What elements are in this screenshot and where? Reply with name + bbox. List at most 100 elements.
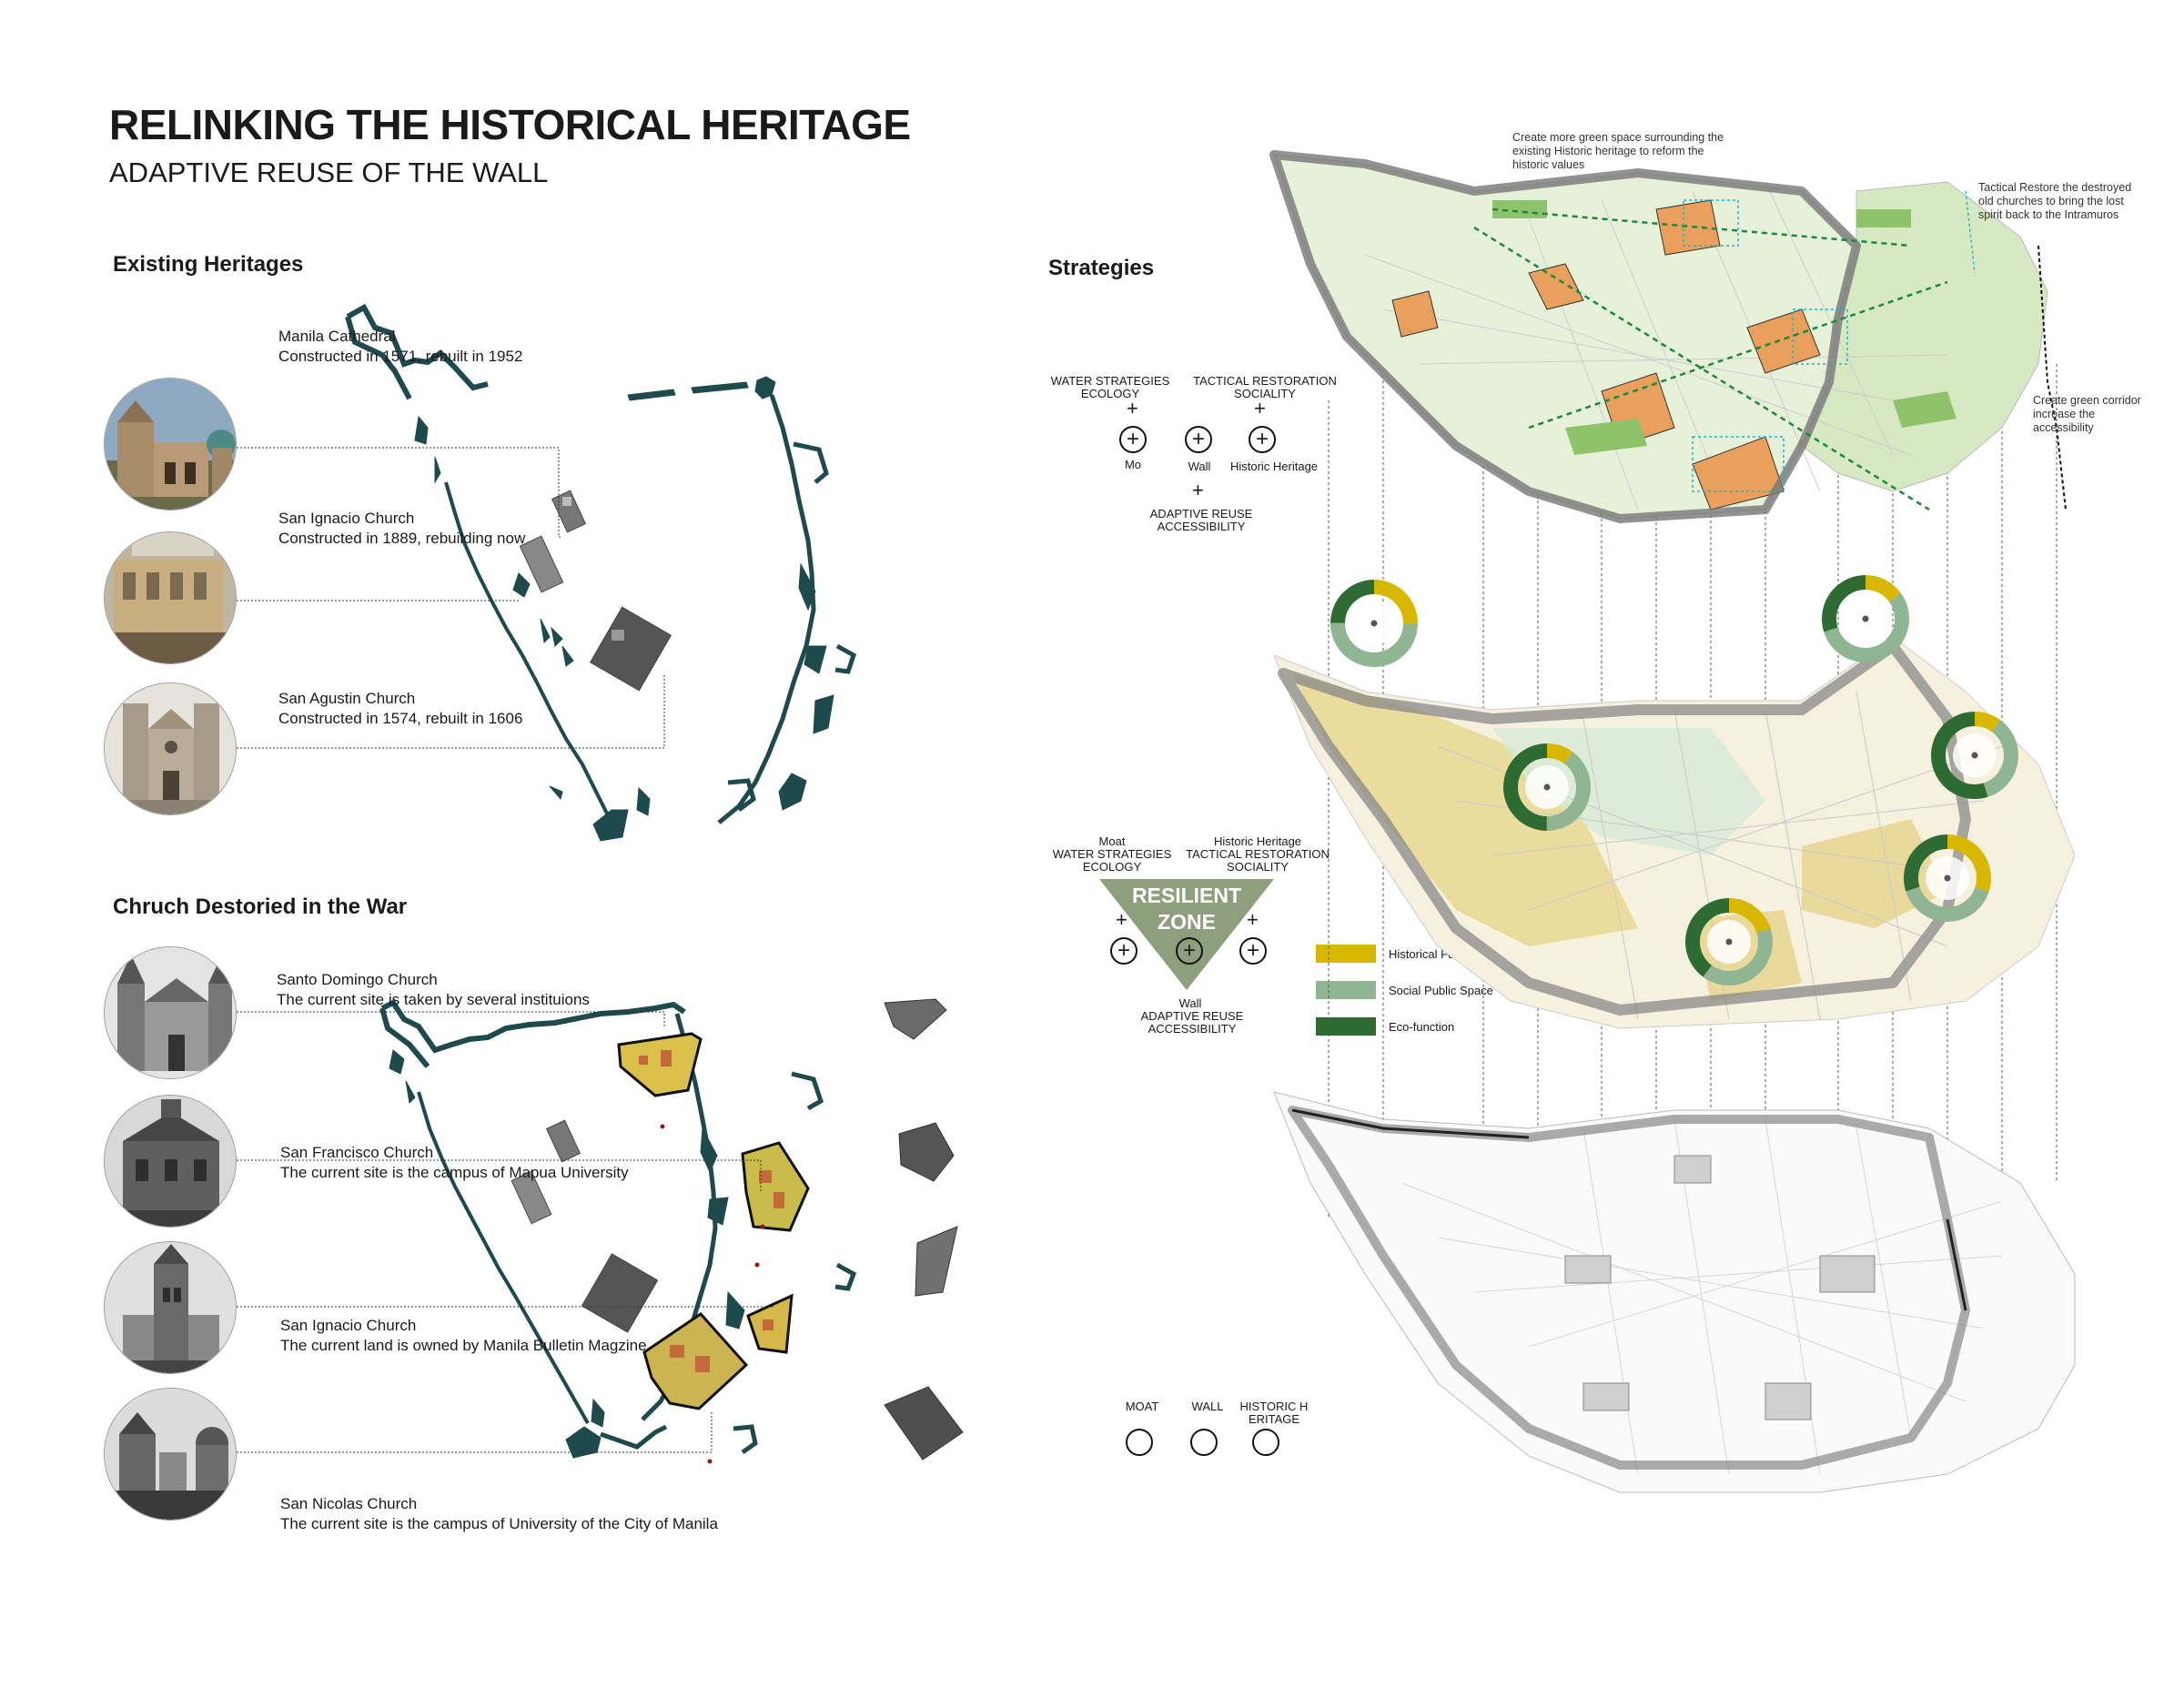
wall-bottom-label: WALL <box>1191 1400 1224 1413</box>
label-line: TACTICAL RESTORATION <box>1193 374 1337 388</box>
destroyed-churches-heading: Chruch Destoried in the War <box>113 895 408 919</box>
label-line: ACCESSIBILITY <box>1148 1022 1237 1036</box>
adaptive-reuse-mid-label: ADAPTIVE REUSE ACCESSIBILITY <box>1128 1010 1256 1036</box>
san-nicolas-caption: San Nicolas Church The current site is t… <box>280 1494 718 1534</box>
label-line: TACTICAL RESTORATION <box>1186 847 1330 861</box>
san-nicolas-church-photo <box>104 1388 237 1521</box>
legend-swatch-historical <box>1316 945 1376 963</box>
donut-segment-eco <box>1931 712 2018 799</box>
donut-segment-eco <box>1685 898 1773 986</box>
heritage-name: San Ignacio Church <box>278 510 415 527</box>
moat-plus-icon: + <box>1119 426 1147 453</box>
label-line: ADAPTIVE REUSE <box>1149 507 1253 521</box>
green-space-note: Create more green space surrounding the … <box>1512 131 1724 172</box>
heritage-desc: Constructed in 1574, rebuilt in 1606 <box>278 710 523 727</box>
church-desc: The current land is owned by Manila Bull… <box>280 1337 647 1354</box>
historic-circle-icon <box>1252 1429 1279 1456</box>
legend-item: Social Public Space <box>1316 981 1493 999</box>
strategies-heading: Strategies <box>1048 256 1155 280</box>
donut-center-dot <box>1971 752 1978 759</box>
water-strategies-mid-label: WATER STRATEGIES ECOLOGY <box>1048 848 1176 874</box>
wall-label: Wall <box>1188 460 1211 473</box>
donut-segment-eco <box>1330 580 1418 667</box>
label-line: ZONE <box>1158 910 1216 934</box>
label-line: HISTORIC H <box>1239 1400 1309 1413</box>
legend-item: Eco-function <box>1316 1017 1493 1036</box>
destroyed-wall-plan <box>379 998 964 1464</box>
historic-plus-icon: + <box>1249 426 1276 453</box>
donut-center-dot <box>1862 615 1869 622</box>
moat-bottom-label: MOAT <box>1125 1400 1159 1413</box>
legend-label: Social Public Space <box>1389 983 1493 997</box>
plus-sign: + <box>1116 908 1127 931</box>
plus-sign: + <box>1254 397 1266 419</box>
note-line: existing Historic heritage to reform the <box>1512 145 1704 157</box>
santo-domingo-church-photo <box>104 946 237 1079</box>
donut-chart-layer <box>1330 575 2018 986</box>
axonometric-diagram <box>1269 150 2076 1493</box>
wall-mid-label: Wall <box>1178 996 1202 1010</box>
label-line: SOCIALITY <box>1234 387 1296 400</box>
note-line: spirit back to the Intramuros <box>1978 208 2119 221</box>
label-line: WATER STRATEGIES <box>1050 374 1170 388</box>
label-line: SOCIALITY <box>1227 860 1289 874</box>
donut-center-dot <box>1725 938 1733 945</box>
note-line: old churches to bring the lost <box>1978 195 2124 207</box>
church-desc: The current site is the campus of Mapua … <box>280 1164 629 1181</box>
tactical-restoration-mid-label: TACTICAL RESTORATION SOCIALITY <box>1185 848 1330 874</box>
donut-segment-eco <box>1822 575 1909 662</box>
donut-chart <box>1330 580 1418 667</box>
moat-label: Moat <box>1098 834 1126 848</box>
note-line: Create green corridor <box>2033 394 2141 407</box>
church-name: Santo Domingo Church <box>277 971 438 988</box>
resilient-zone-label: RESILIENT ZONE <box>1114 883 1259 935</box>
church-name: San Ignacio Church <box>280 1317 417 1334</box>
donut-segment-social <box>1931 712 2018 799</box>
label-line: ECOLOGY <box>1082 860 1142 874</box>
heritage-name: Manila Cathedral <box>278 328 396 345</box>
adaptive-reuse-label: ADAPTIVE REUSE ACCESSIBILITY <box>1138 508 1265 533</box>
san-francisco-church-photo <box>104 1095 237 1228</box>
moat-plus-icon: + <box>1110 937 1138 965</box>
page-title: RELINKING THE HISTORICAL HERITAGE <box>109 101 911 148</box>
donut-segment-eco <box>1503 743 1591 831</box>
church-name: San Francisco Church <box>280 1144 434 1161</box>
water-strategies-label: WATER STRATEGIES ECOLOGY <box>1046 375 1174 400</box>
green-corridor-note: Create green corridor increase the acces… <box>2033 394 2141 435</box>
donut-segment-social <box>1822 575 1909 662</box>
wall-plus-icon: + <box>1185 426 1212 453</box>
label-line: RESILIENT <box>1131 884 1242 907</box>
existing-leader-lines <box>218 447 665 749</box>
donut-segment-social <box>1904 834 1991 922</box>
existing-wall-plan <box>345 303 857 842</box>
donut-segment-social <box>1503 743 1591 831</box>
heritage-name: San Agustin Church <box>278 690 416 707</box>
wall-plus-icon: + <box>1176 937 1203 965</box>
donut-chart <box>1685 898 1773 986</box>
historic-bottom-label: HISTORIC H ERITAGE <box>1238 1400 1310 1426</box>
note-line: historic values <box>1512 158 1585 171</box>
donut-segment-social <box>1685 898 1773 986</box>
san-ignacio-caption: San Ignacio Church Constructed in 1889, … <box>278 509 525 549</box>
san-ignacio-destroyed-caption: San Ignacio Church The current land is o… <box>280 1316 647 1356</box>
mo-label: Mo <box>1124 458 1142 471</box>
church-name: San Nicolas Church <box>280 1495 418 1512</box>
resilient-zone-triangle <box>1099 879 1274 990</box>
donut-center-dot <box>1370 620 1378 627</box>
legend-swatch-social <box>1316 981 1376 999</box>
church-desc: The current site is the campus of Univer… <box>280 1515 718 1532</box>
label-line: ACCESSIBILITY <box>1157 520 1246 533</box>
label-line: ADAPTIVE REUSE <box>1140 1009 1244 1023</box>
donut-center-dot <box>1944 874 1951 882</box>
legend-label: Eco-function <box>1389 1019 1455 1034</box>
san-ignacio-church-photo <box>104 531 237 664</box>
donut-chart <box>1822 575 1909 662</box>
historic-heritage-mid-label: Historic Heritage <box>1213 834 1302 848</box>
wall-circle-icon <box>1190 1429 1218 1456</box>
label-line: ERITAGE <box>1248 1412 1300 1426</box>
plus-sign: + <box>1127 397 1138 419</box>
donut-chart <box>1904 834 1991 922</box>
manila-cathedral-photo <box>104 378 237 510</box>
bottom-layer <box>1273 1091 2076 1493</box>
heritage-desc: Constructed in 1889, rebuilding now <box>278 530 526 547</box>
